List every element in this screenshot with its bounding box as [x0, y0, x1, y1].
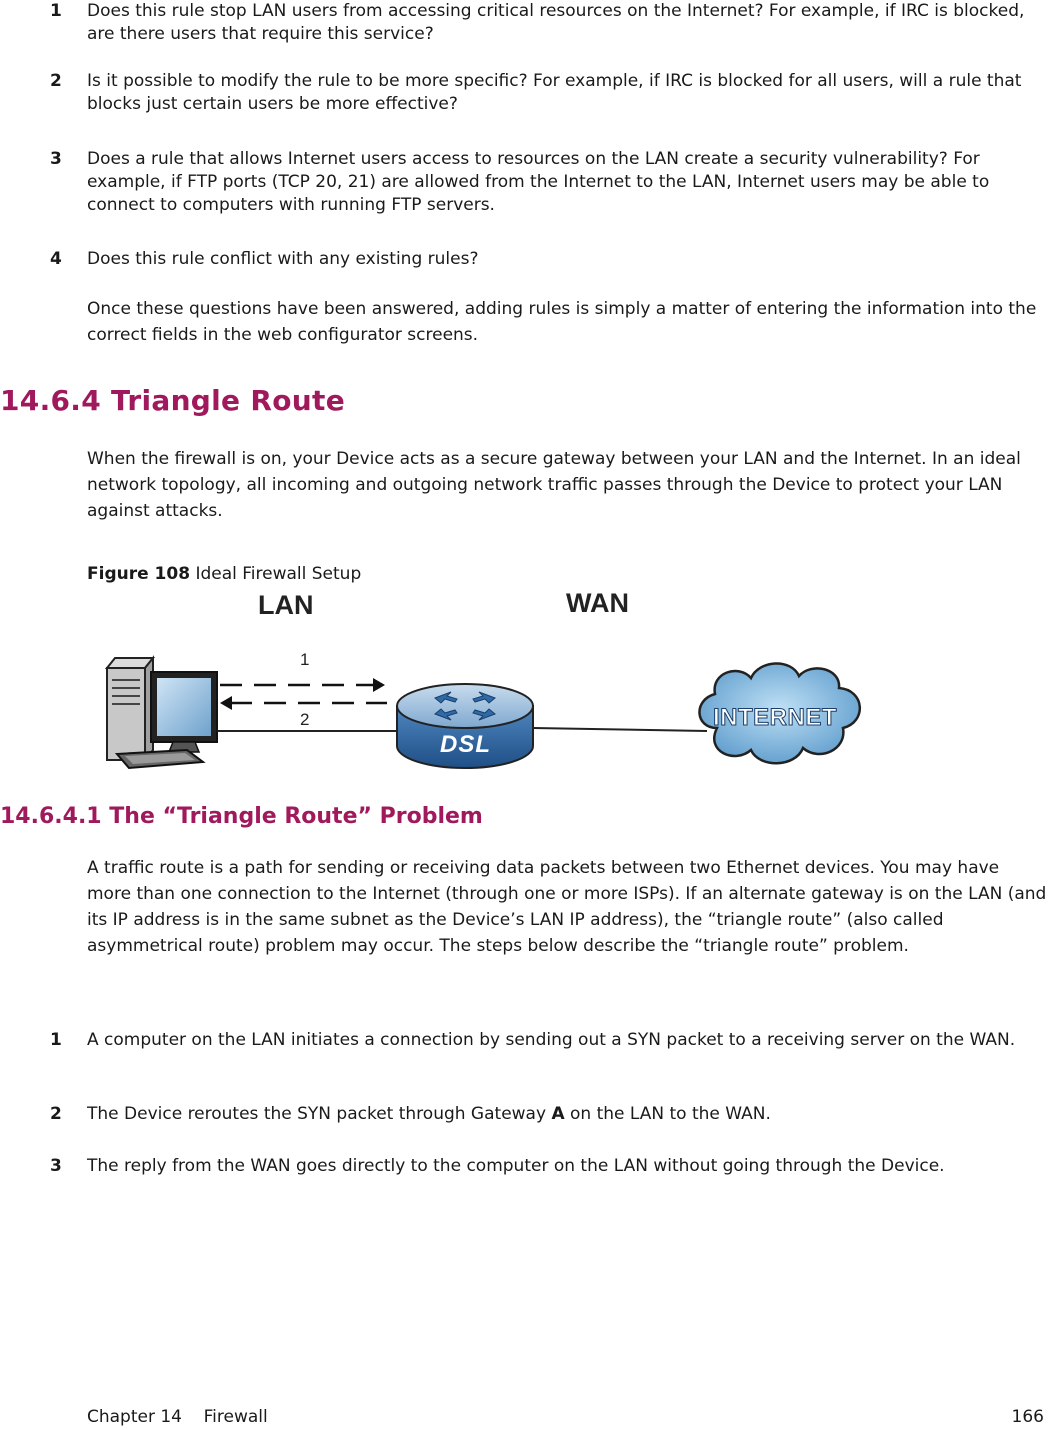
step-number: 2	[50, 1104, 62, 1124]
arrow-left-icon	[220, 696, 232, 710]
section-heading: 14.6.4 Triangle Route	[0, 384, 345, 417]
cloud-label: INTERNET	[713, 704, 838, 731]
figure-label: Figure 108	[87, 564, 191, 584]
internet-cloud-icon	[698, 662, 861, 765]
question-text: Does this rule stop LAN users from acces…	[87, 1, 1025, 44]
footer-chapter: Chapter 14 Firewall	[87, 1407, 268, 1427]
router-icon	[396, 683, 534, 769]
router-label: DSL	[440, 731, 491, 758]
question-item: 1 Does this rule stop LAN users from acc…	[50, 0, 1050, 46]
step-text: The Device reroutes the SYN packet throu…	[87, 1103, 1050, 1126]
step-item: 2 The Device reroutes the SYN packet thr…	[50, 1103, 1050, 1126]
diagram-graphics	[104, 655, 861, 770]
computer-icon	[104, 655, 218, 770]
question-number: 1	[50, 1, 62, 21]
question-number: 3	[50, 149, 62, 169]
after-questions-paragraph: Once these questions have been answered,…	[87, 299, 1037, 345]
wan-connection-line	[532, 727, 708, 732]
subsection-paragraph: A traffic route is a path for sending or…	[87, 858, 1047, 956]
arrow-1-label: 1	[300, 650, 310, 669]
question-text: Is it possible to modify the rule to be …	[87, 71, 1022, 114]
gateway-letter: A	[551, 1104, 565, 1124]
step-text: The reply from the WAN goes directly to …	[87, 1156, 945, 1176]
question-text: Does this rule conflict with any existin…	[87, 249, 479, 269]
firewall-diagram: LAN WAN	[95, 588, 875, 778]
question-number: 2	[50, 71, 62, 91]
section-paragraph: When the firewall is on, your Device act…	[87, 449, 1021, 521]
question-text: Does a rule that allows Internet users a…	[87, 149, 990, 215]
step-number: 3	[50, 1156, 62, 1176]
step-text-after: on the LAN to the WAN.	[564, 1104, 771, 1124]
subsection-heading: 14.6.4.1 The “Triangle Route” Problem	[0, 804, 483, 829]
figure-caption: Figure 108 Ideal Firewall Setup	[87, 563, 361, 586]
question-item: 3 Does a rule that allows Internet users…	[50, 148, 1050, 217]
step-item: 3 The reply from the WAN goes directly t…	[50, 1155, 1050, 1178]
question-item: 4 Does this rule conflict with any exist…	[50, 248, 1050, 271]
arrow-right-icon	[373, 678, 385, 692]
footer-page-number: 166	[1011, 1407, 1044, 1427]
step-item: 1 A computer on the LAN initiates a conn…	[50, 1029, 1050, 1052]
question-item: 2 Is it possible to modify the rule to b…	[50, 70, 1050, 116]
figure-title: Ideal Firewall Setup	[195, 564, 362, 584]
step-number: 1	[50, 1030, 62, 1050]
question-number: 4	[50, 249, 62, 269]
lan-label: LAN	[258, 590, 314, 620]
step-text: A computer on the LAN initiates a connec…	[87, 1030, 1016, 1050]
step-text-before: The Device reroutes the SYN packet throu…	[87, 1104, 552, 1124]
arrow-2-label: 2	[300, 710, 310, 729]
wan-label: WAN	[566, 588, 629, 618]
